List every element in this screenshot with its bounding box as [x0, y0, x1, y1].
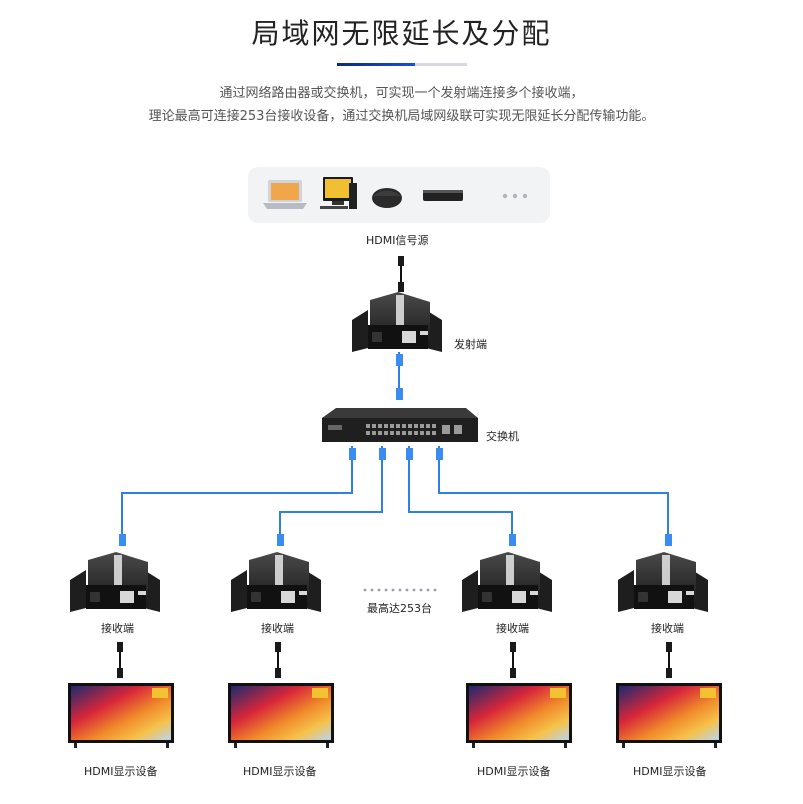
receiver-device-4	[618, 552, 708, 612]
switch-label: 交换机	[486, 430, 519, 443]
more-dots-icon	[502, 193, 528, 199]
desktop-icon	[320, 177, 357, 209]
source-label: HDMI信号源	[366, 234, 429, 247]
transmitter-device	[352, 292, 442, 352]
hdmi-display-1	[68, 683, 174, 748]
player-icon	[423, 190, 463, 201]
hdmi-cables-displays	[117, 642, 672, 678]
tv-box-icon	[372, 188, 402, 208]
display-label-4: HDMI显示设备	[633, 765, 707, 778]
lan-cables-receivers	[121, 446, 669, 545]
receiver-label-3: 接收端	[496, 622, 529, 635]
hdmi-display-2	[228, 683, 334, 748]
description-line-1: 通过网络路由器或交换机，可实现一个发射端连接多个接收端，	[219, 86, 584, 101]
hdmi-cable-source	[398, 256, 404, 292]
lan-cable-transmitter	[396, 352, 403, 400]
more-receivers-dots	[363, 588, 437, 592]
page-title: 局域网无限延长及分配	[251, 17, 552, 50]
lan-plugs	[119, 448, 672, 546]
display-label-2: HDMI显示设备	[243, 765, 317, 778]
transmitter-label: 发射端	[454, 338, 487, 351]
receiver-label-2: 接收端	[261, 622, 294, 635]
receiver-device-2	[231, 552, 321, 612]
hdmi-display-4	[616, 683, 722, 748]
receiver-label-4: 接收端	[651, 622, 684, 635]
display-label-1: HDMI显示设备	[84, 765, 158, 778]
description-line-2: 理论最高可连接253台接收设备，通过交换机局域网级联可实现无限延长分配传输功能。	[148, 109, 655, 124]
receiver-label-1: 接收端	[101, 622, 134, 635]
title-underline	[337, 63, 467, 66]
receiver-device-3	[462, 552, 552, 612]
laptop-icon	[263, 180, 307, 209]
display-label-3: HDMI显示设备	[477, 765, 551, 778]
max-count-label: 最高达253台	[367, 602, 432, 615]
network-switch	[322, 408, 478, 442]
hdmi-display-3	[466, 683, 572, 748]
receiver-device-1	[70, 552, 160, 612]
